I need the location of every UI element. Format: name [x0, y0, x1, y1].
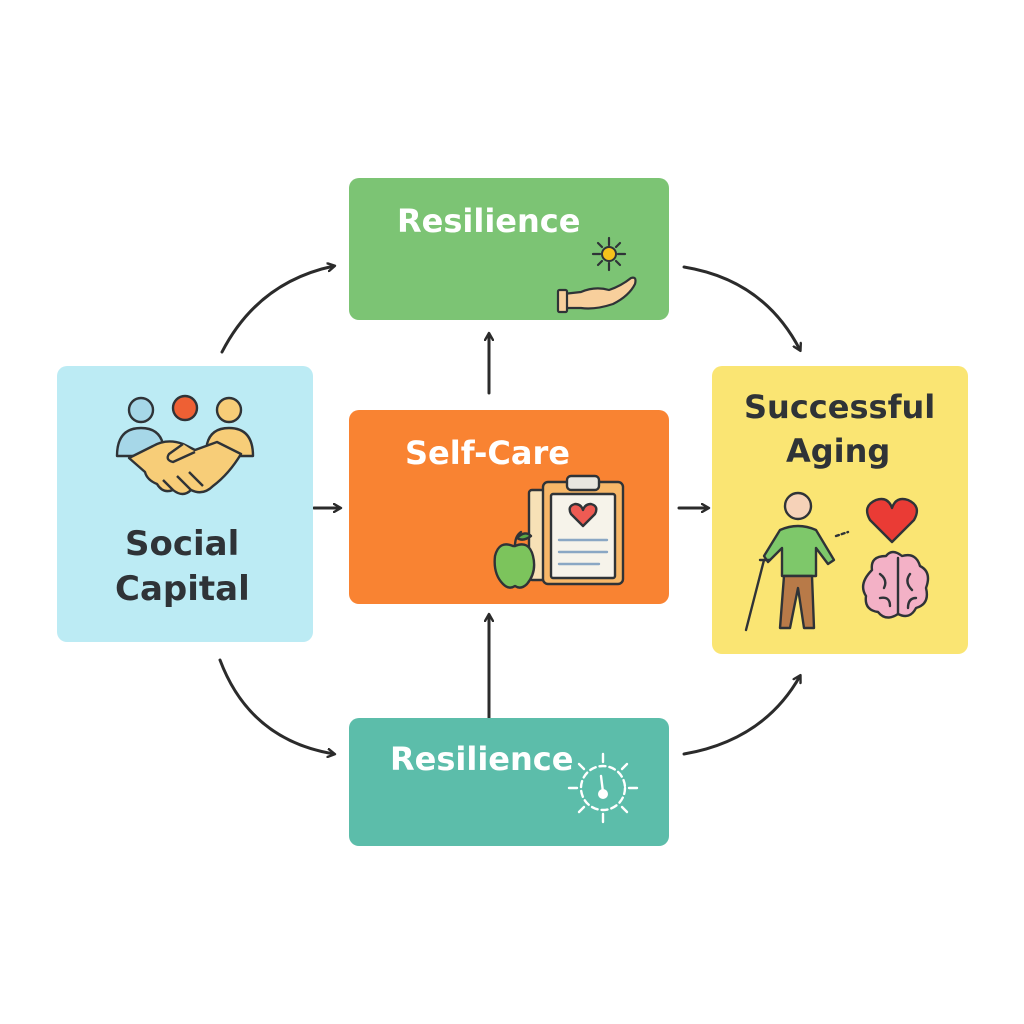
- successful-aging-label-line2: Aging: [786, 432, 891, 470]
- resilience-bottom-node: Resilience: [349, 718, 669, 846]
- successful-aging-label-line1: Successful: [744, 388, 936, 426]
- arrow-social-to-resilience-bottom: [218, 658, 334, 754]
- elder-heart-brain-icon: [744, 491, 930, 632]
- resilience-bottom-label: Resilience: [390, 740, 574, 778]
- arrow-resilience-top-to-successful-aging: [682, 265, 800, 350]
- social-capital-label-line2: Capital: [115, 569, 250, 609]
- self-care-label: Self-Care: [405, 434, 570, 472]
- resilience-top-node: Resilience: [349, 178, 669, 320]
- social-capital-node: Social Capital: [57, 366, 313, 642]
- hand-holding-sun-icon: [556, 236, 637, 314]
- resilience-top-label: Resilience: [397, 202, 581, 240]
- compass-icon: [567, 752, 639, 824]
- successful-aging-node: Successful Aging: [712, 366, 968, 654]
- apple-clipboard-heart-icon: [493, 474, 625, 589]
- social-capital-label-line1: Social: [125, 524, 240, 564]
- arrow-resilience-bottom-to-successful-aging: [682, 676, 800, 756]
- arrow-social-to-resilience-top: [220, 266, 334, 354]
- self-care-node: Self-Care: [349, 410, 669, 604]
- handshake-people-icon: [115, 394, 255, 496]
